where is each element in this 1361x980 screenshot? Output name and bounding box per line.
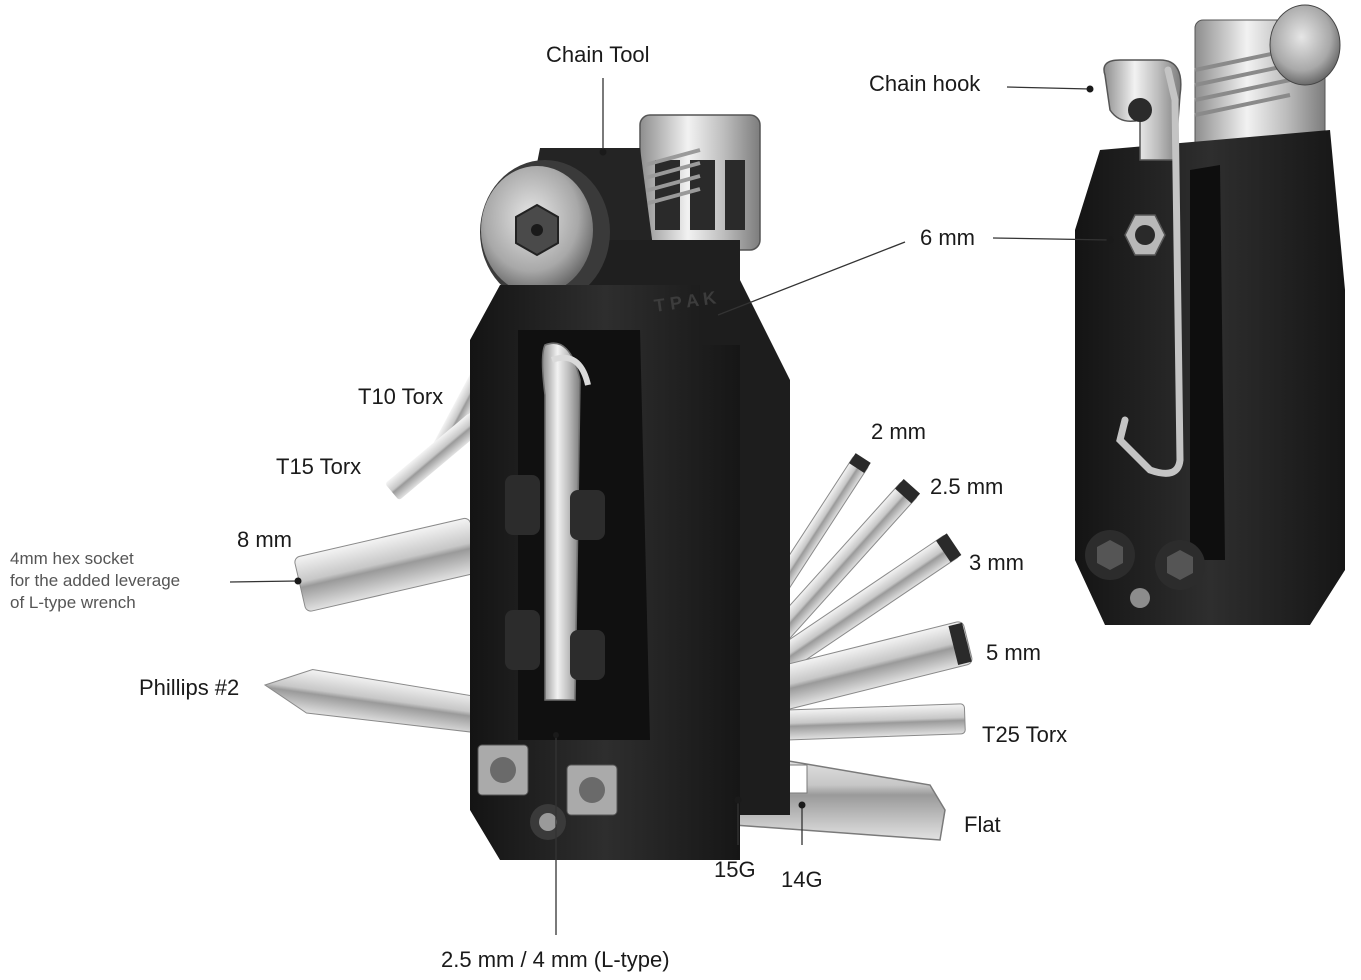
phillips-bit bbox=[263, 668, 477, 733]
chain-hook bbox=[1103, 59, 1184, 477]
leader-note bbox=[229, 580, 299, 583]
label-t15-torx: T15 Torx bbox=[276, 454, 362, 479]
note-line-2: for the added leverage bbox=[10, 571, 181, 590]
six-mm-hex-nut bbox=[1124, 214, 1166, 256]
pivot-pin bbox=[530, 804, 566, 840]
chain-tool-knob bbox=[480, 160, 610, 304]
chain-tool-spring bbox=[644, 148, 701, 206]
note-hex-socket: 4mm hex socket for the added leverage of… bbox=[10, 548, 180, 614]
t15-torx-bit bbox=[386, 414, 483, 500]
label-two-mm: 2 mm bbox=[871, 419, 926, 444]
label-fifteen-g: 15G bbox=[714, 857, 756, 882]
label-t10-torx: T10 Torx bbox=[358, 384, 444, 409]
label-flat: Flat bbox=[964, 812, 1001, 837]
frame-clip-upper-left bbox=[505, 475, 540, 535]
leader-chain-hook bbox=[1006, 86, 1091, 90]
label-phillips: Phillips #2 bbox=[139, 675, 240, 700]
label-five-mm: 5 mm bbox=[986, 640, 1041, 665]
label-l-type: 2.5 mm / 4 mm (L-type) bbox=[441, 947, 670, 972]
leader-six-mm-main bbox=[717, 241, 906, 316]
label-fourteen-g: 14G bbox=[781, 867, 823, 892]
label-six-mm: 6 mm bbox=[920, 225, 975, 250]
leader-lines bbox=[229, 78, 1111, 935]
note-line-3: of L-type wrench bbox=[10, 593, 136, 612]
label-eight-mm: 8 mm bbox=[237, 527, 292, 552]
rear-bolt-right bbox=[1155, 540, 1205, 590]
label-chain-tool: Chain Tool bbox=[546, 42, 650, 67]
bolt-left bbox=[477, 744, 529, 796]
frame-clip-lower-left bbox=[505, 610, 540, 670]
label-chain-hook: Chain hook bbox=[869, 71, 981, 96]
rear-tool-illustration bbox=[1075, 4, 1345, 625]
leader-six-mm bbox=[992, 237, 1111, 241]
frame-clip-upper-right bbox=[570, 490, 605, 540]
l-type-wrench bbox=[541, 342, 591, 701]
frame-clip-lower-right bbox=[570, 630, 605, 680]
main-tool-illustration: T P A K bbox=[263, 114, 973, 860]
label-three-mm: 3 mm bbox=[969, 550, 1024, 575]
eight-mm-hex bbox=[294, 517, 481, 612]
note-line-1: 4mm hex socket bbox=[10, 549, 134, 568]
rear-bolt-left bbox=[1085, 530, 1135, 580]
label-t25-torx: T25 Torx bbox=[982, 722, 1068, 747]
leader-dots bbox=[294, 85, 1114, 809]
label-two-five-mm: 2.5 mm bbox=[930, 474, 1004, 499]
bolt-right bbox=[566, 764, 618, 816]
rear-pivot-pin bbox=[1130, 588, 1150, 608]
